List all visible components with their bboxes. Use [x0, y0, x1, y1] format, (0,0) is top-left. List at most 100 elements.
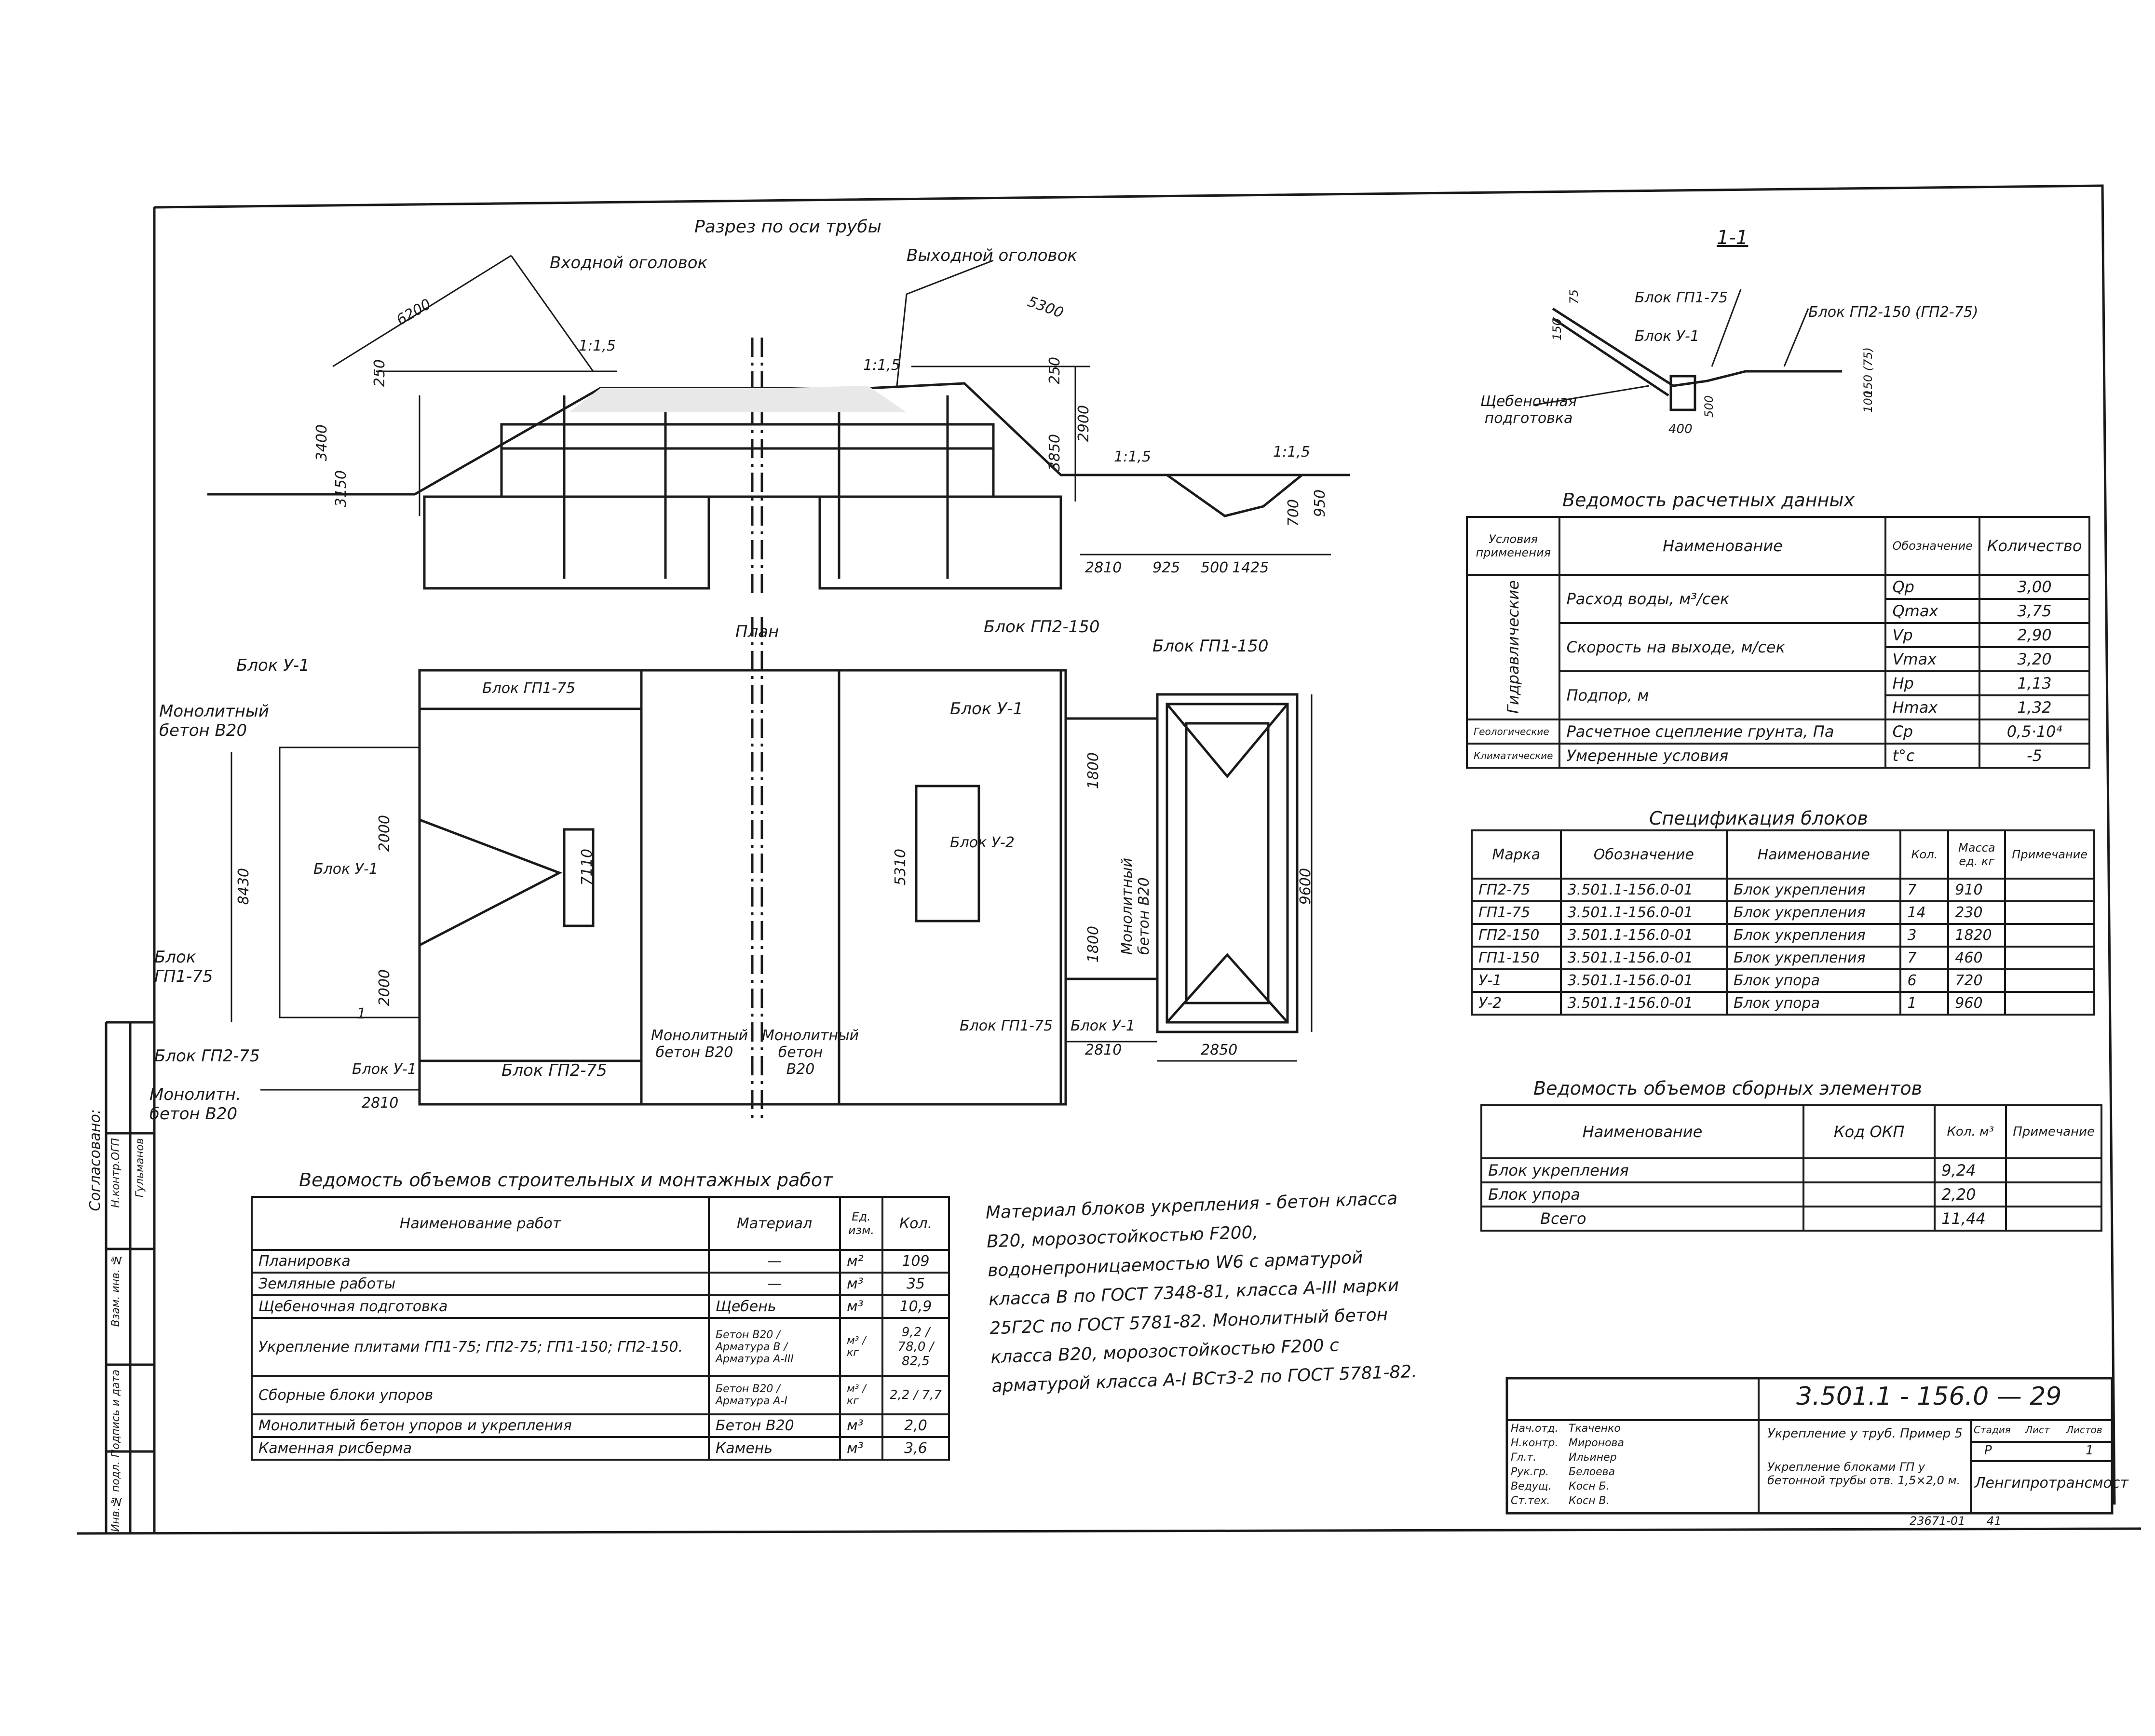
person-row: Н.контр.Миронова — [1511, 1437, 1624, 1449]
person-row: Нач.отд.Ткаченко — [1511, 1423, 1621, 1435]
person-row: Ведущ.Косн Б. — [1511, 1480, 1610, 1492]
blocks-spec-table: Марка Обозначение Наименование Кол. Масс… — [1471, 829, 2095, 1016]
row-value: -5 — [1979, 743, 2090, 769]
dim-8430: 8430 — [235, 868, 252, 905]
dim-75-s11: 75 — [1567, 289, 1581, 304]
col-unit: Ед. изм. — [839, 1196, 883, 1251]
row-value: 0,5·10⁴ — [1979, 719, 2090, 745]
row-value: 3,75 — [1979, 598, 2090, 624]
sheet-frame — [154, 184, 2116, 1505]
row-name: Скорость на выходе, м/сек — [1559, 622, 1887, 672]
precast-volumes-table: Наименование Код ОКП Кол. м³ Примечание … — [1480, 1104, 2102, 1232]
margin-vzam: Взам. инв. № — [110, 1254, 122, 1327]
plan-view — [230, 617, 1313, 1124]
row-value: 3,20 — [1979, 646, 2090, 672]
col-name: Наименование — [1726, 829, 1902, 880]
sheets-header: Листов — [2066, 1424, 2102, 1436]
title-block: 3.501.1 - 156.0 — 29 Нач.отд.Ткаченко Н.… — [1507, 1378, 2128, 1513]
dim-500: 500 — [1201, 559, 1229, 576]
slope-label-1: 1:1,5 — [579, 338, 616, 354]
plan-label-u1-bottom-right: Блок У-1 — [1071, 1017, 1135, 1034]
row-value: 1,13 — [1979, 670, 2090, 696]
margin-agreed: Согласовано: — [87, 1109, 104, 1211]
label-gp2-150-s11: Блок ГП2-150 (ГП2-75) — [1808, 304, 1979, 321]
design-data-table: Условия применения Наименование Обозначе… — [1465, 516, 2090, 769]
title-sub: Укрепление блоками ГП у бетонной трубы о… — [1767, 1460, 1961, 1487]
col-okp: Код ОКП — [1802, 1104, 1936, 1159]
design-data-title: Ведомость расчетных данных — [1562, 489, 1855, 511]
dim-500-s11: 500 — [1702, 395, 1716, 418]
col-material: Материал — [708, 1196, 841, 1251]
row-symbol: Vp — [1884, 622, 1980, 648]
dim-950: 950 — [1312, 489, 1328, 517]
row-symbol: Hmax — [1884, 694, 1980, 720]
plan-label-mono-bottom-left: Монолитн. бетон В20 — [149, 1085, 241, 1124]
material-note: Материал блоков укрепления - бетон класс… — [985, 1188, 1418, 1397]
dim-925: 925 — [1152, 559, 1180, 576]
slope-label-3: 1:1,5 — [1114, 448, 1151, 465]
dim-5310: 5310 — [892, 849, 909, 886]
dim-1800-a: 1800 — [1085, 752, 1102, 789]
sheets-value: 1 — [2086, 1443, 2094, 1458]
person-row: Ст.тех.Косн В. — [1511, 1495, 1610, 1507]
label-u1-s11: Блок У-1 — [1635, 328, 1699, 345]
title-main: Укрепление у труб. Пример 5 — [1767, 1426, 1963, 1441]
col-symbol: Обозначение — [1884, 516, 1980, 576]
drawing-code: 3.501.1 - 156.0 — 29 — [1796, 1382, 2062, 1411]
group-clim: Климатические — [1465, 743, 1561, 769]
section-1-1 — [1533, 289, 1842, 411]
slope-label-2: 1:1,5 — [863, 357, 900, 374]
stage-value: Р — [1984, 1443, 1992, 1458]
archive-page: 41 — [1987, 1514, 2002, 1528]
margin-field1: Н.контр.ОГП — [110, 1138, 122, 1208]
row-symbol: Hp — [1884, 670, 1980, 696]
section-title: Разрез по оси трубы — [694, 217, 881, 237]
col-designation: Обозначение — [1559, 829, 1728, 880]
plan-label-gp1-150: Блок ГП1-150 — [1152, 637, 1269, 656]
dim-250-right: 250 — [1046, 357, 1063, 385]
col-mass: Масса ед. кг — [1947, 829, 2006, 880]
dim-2000-a: 2000 — [376, 815, 393, 852]
row-symbol: Qmax — [1884, 598, 1980, 624]
longitudinal-section — [207, 255, 1350, 593]
plan-label-u2: Блок У-2 — [950, 834, 1015, 851]
row-symbol: Cp — [1884, 719, 1980, 745]
dim-2810-section: 2810 — [1085, 559, 1122, 576]
dim-700: 700 — [1285, 499, 1302, 527]
section-1-1-title: 1-1 — [1717, 227, 1748, 249]
plan-label-u1-mid: Блок У-1 — [313, 861, 378, 878]
dim-400-s11: 400 — [1668, 422, 1693, 436]
works-volumes-title: Ведомость объемов строительных и монтажн… — [299, 1169, 833, 1191]
label-gp1-75-s11: Блок ГП1-75 — [1635, 289, 1728, 306]
margin-sign-date: Подпись и дата — [110, 1370, 122, 1458]
dim-150b-s11: 150 (75) — [1861, 347, 1875, 397]
plan-label-gp1-75-bottom: Блок ГП1-75 — [960, 1017, 1053, 1034]
col-note: Примечание — [2005, 1104, 2102, 1159]
dim-2000-b: 2000 — [376, 969, 393, 1006]
table-row: Укрепление плитами ГП1-75; ГП2-75; ГП1-1… — [251, 1317, 950, 1377]
col-quantity: Количество — [1979, 516, 2090, 576]
slope-label-4: 1:1,5 — [1273, 444, 1310, 461]
col-name: Наименование — [1480, 1104, 1804, 1159]
col-count: Кол. — [1899, 829, 1950, 880]
row-value: 3,00 — [1979, 574, 2090, 600]
person-row: Рук.гр.Белоева — [1511, 1466, 1615, 1478]
person-row: Гл.т.Ильинер — [1511, 1451, 1617, 1464]
works-volumes-table: Наименование работ Материал Ед. изм. Кол… — [251, 1196, 950, 1461]
col-work: Наименование работ — [251, 1196, 710, 1251]
dim-2810-plan-right: 2810 — [1085, 1042, 1122, 1058]
plan-label-gp2-75-left: Блок ГП2-75 — [154, 1046, 260, 1066]
precast-volumes-title: Ведомость объемов сборных элементов — [1533, 1078, 1922, 1099]
margin-field2: Гульманов — [134, 1138, 146, 1198]
dim-2850: 2850 — [1201, 1042, 1238, 1058]
row-symbol: t°c — [1884, 743, 1980, 769]
dim-2810-plan-left: 2810 — [362, 1095, 399, 1112]
row-name: Расчетное сцепление грунта, Па — [1559, 719, 1887, 745]
